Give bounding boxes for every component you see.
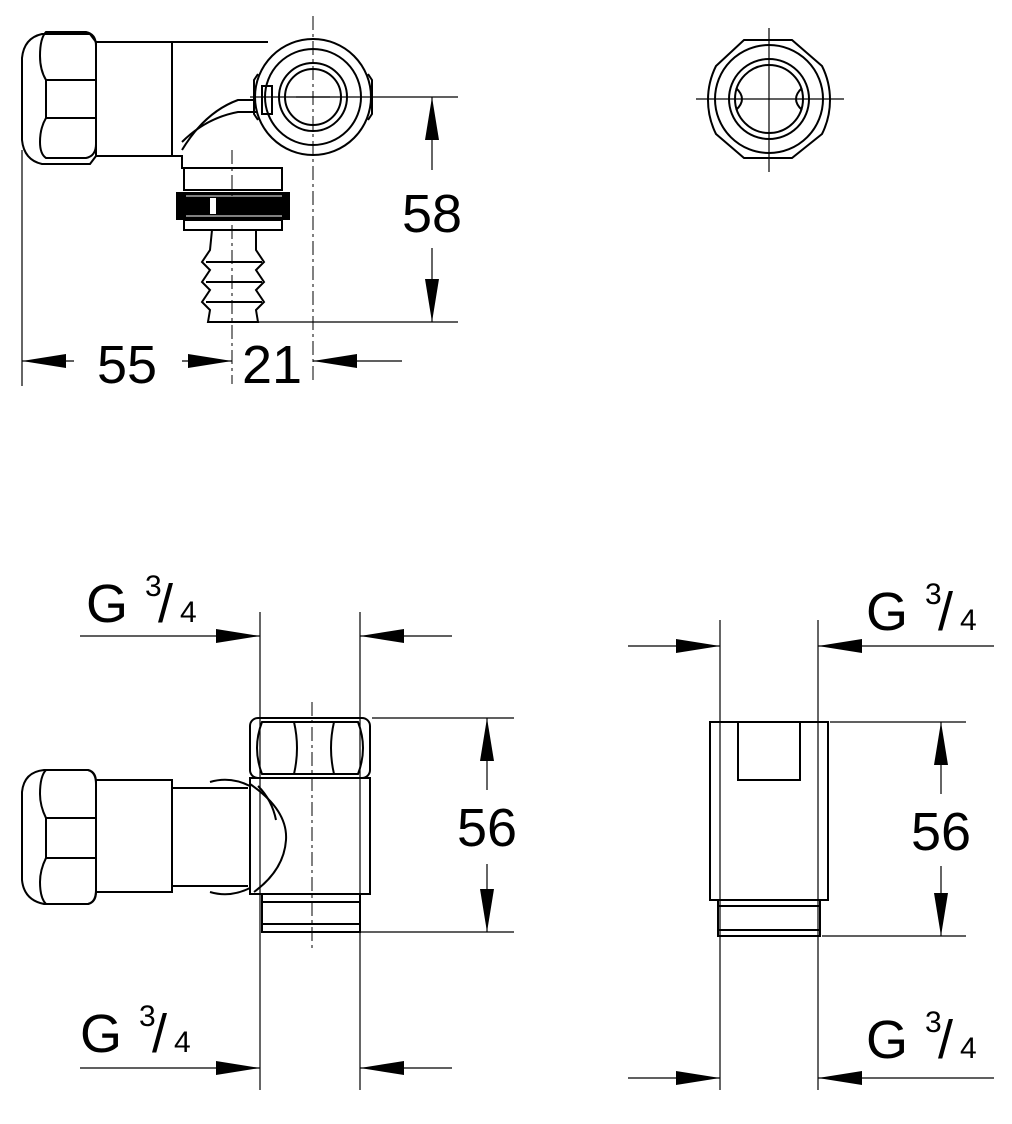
br-top-thread-label: G 3 / 4	[866, 578, 977, 642]
bl-top-hex	[249, 717, 371, 779]
br-bottom-thread-label: G 3 / 4	[866, 1006, 977, 1070]
svg-text:3: 3	[925, 578, 942, 611]
br-slot	[737, 721, 801, 781]
top-hex-face-lower	[38, 117, 97, 159]
top-right-end-view	[696, 28, 844, 172]
top-hose-barb	[200, 229, 266, 323]
svg-text:4: 4	[180, 596, 197, 629]
dim-21-label: 21	[242, 335, 302, 395]
top-hex-nut	[21, 33, 97, 165]
svg-text:4: 4	[960, 604, 977, 637]
svg-text:4: 4	[174, 1026, 191, 1059]
top-body	[89, 41, 173, 157]
dim-55-label: 55	[97, 335, 157, 395]
svg-text:/: /	[152, 1004, 167, 1064]
br-dim-56-label: 56	[911, 802, 971, 862]
top-left-view: 58 55 21	[21, 16, 462, 395]
br-body	[709, 721, 829, 901]
svg-text:G: G	[80, 1004, 122, 1064]
bottom-left-view: G 3 / 4 56 G 3 / 4	[21, 570, 517, 1090]
svg-text:G: G	[86, 574, 128, 634]
svg-text:G: G	[866, 1010, 908, 1070]
top-knurled-nut	[176, 192, 290, 220]
bl-thread-stub	[261, 893, 361, 933]
dim-58-label: 58	[402, 184, 462, 244]
svg-text:3: 3	[145, 570, 162, 603]
svg-text:/: /	[938, 582, 953, 642]
bottom-right-view: G 3 / 4 56 G 3 / 4	[628, 578, 994, 1090]
br-thread-stub	[717, 899, 821, 937]
bl-body	[93, 779, 173, 893]
top-fitting-collar	[183, 167, 283, 191]
bl-tee-body	[249, 777, 371, 895]
svg-text:4: 4	[960, 1032, 977, 1065]
bl-bottom-thread-label: G 3 / 4	[80, 1000, 191, 1064]
svg-text:/: /	[938, 1010, 953, 1070]
top-hex-face-upper	[38, 31, 97, 81]
svg-text:3: 3	[925, 1006, 942, 1039]
bl-dim-56-label: 56	[457, 798, 517, 858]
svg-text:/: /	[158, 574, 173, 634]
bl-hex-nut	[21, 769, 97, 905]
svg-text:G: G	[866, 582, 908, 642]
svg-text:3: 3	[139, 1000, 156, 1033]
bl-top-thread-label: G 3 / 4	[86, 570, 197, 634]
